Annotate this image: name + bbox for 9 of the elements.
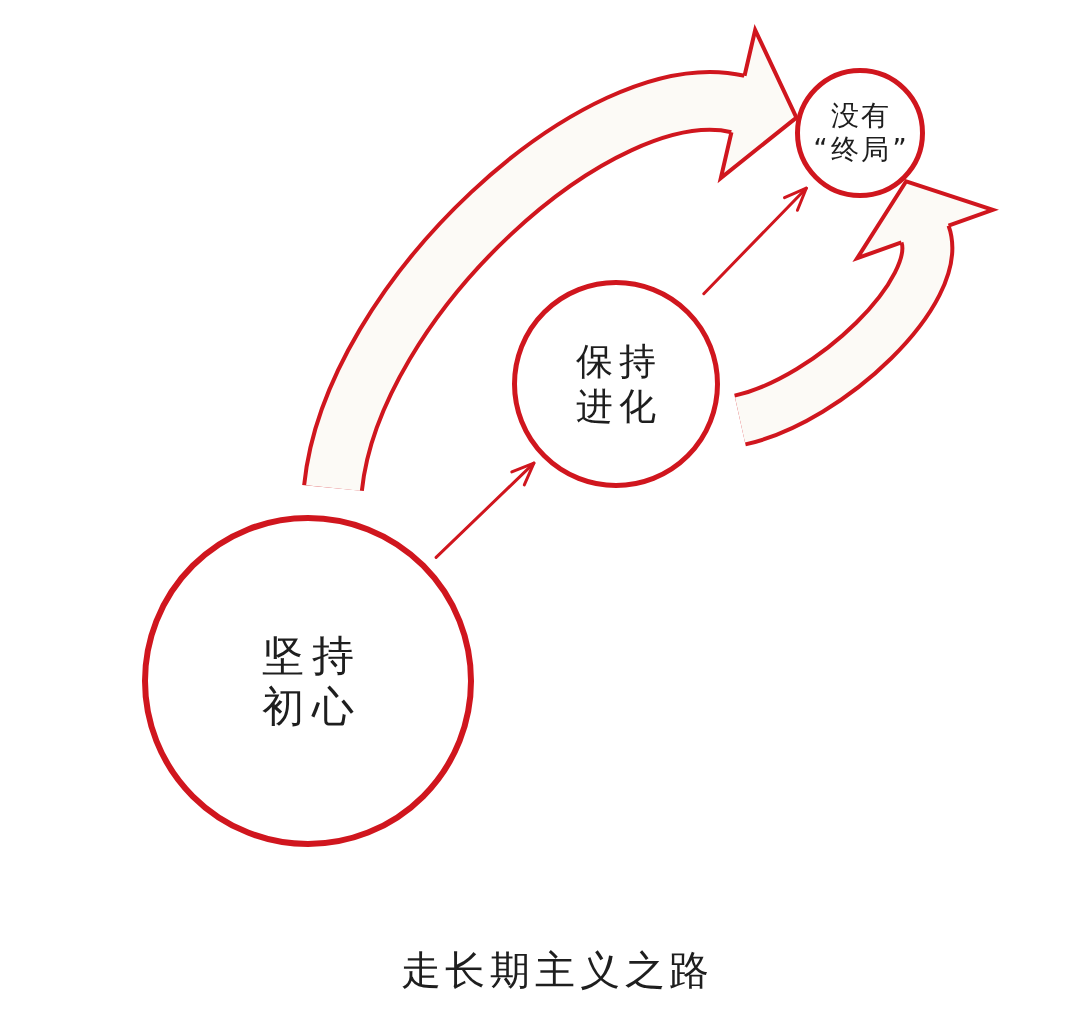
node-label: 保持进化: [574, 338, 664, 430]
caption: 走长期主义之路: [399, 946, 715, 995]
circle-node: [142, 515, 474, 847]
circle-node: [795, 68, 925, 198]
node-label: 坚持初心: [260, 629, 364, 733]
node-label: 没有“终局”: [812, 98, 911, 168]
arrow: [702, 186, 808, 296]
arrow: [434, 461, 536, 559]
circle-node: [512, 280, 720, 488]
